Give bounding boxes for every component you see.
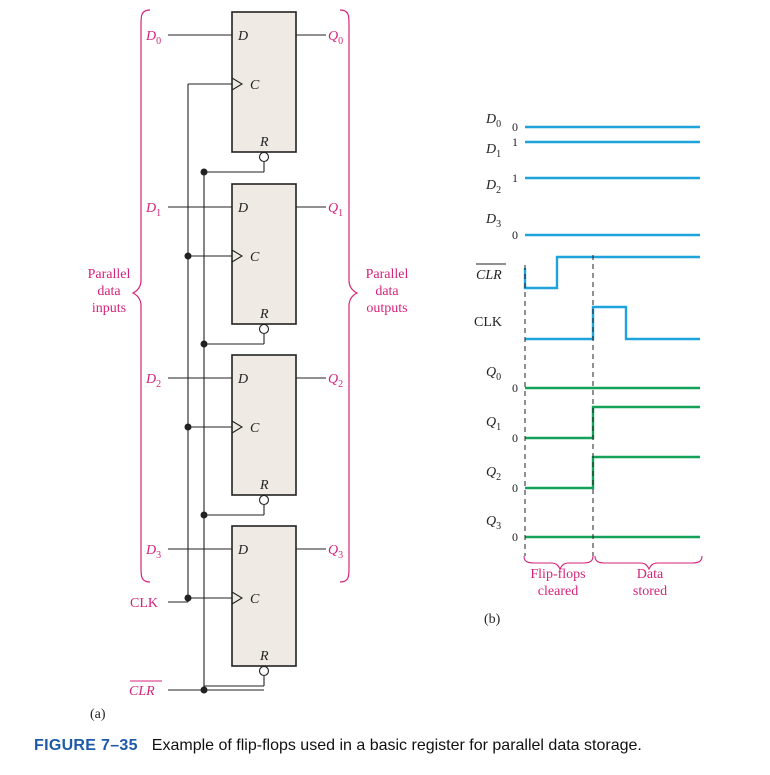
signal-label-q3: Q3 <box>486 514 501 532</box>
signal-label-q1: Q1 <box>486 415 501 433</box>
signal-label-d0: D0 <box>485 112 501 130</box>
waveform-d0: D0 0 <box>485 112 700 134</box>
figure-caption-text: Example of flip-flops used in a basic re… <box>151 737 642 754</box>
waveform-q1: Q1 0 <box>486 405 700 445</box>
clr-input-label: CLR <box>129 684 155 699</box>
pin-label-d: D <box>237 29 248 44</box>
flip-flop-body <box>231 183 297 325</box>
clock-input-triangle <box>231 249 244 263</box>
signal-label-clk: CLK <box>474 315 502 330</box>
figure-number: FIGURE 7–35 <box>34 737 138 754</box>
level-label: 1 <box>512 135 518 149</box>
cleared-phase-brace <box>523 555 594 571</box>
output-label-q2: Q2 <box>328 372 343 390</box>
level-label: 0 <box>512 481 518 495</box>
input-label-d1: D1 <box>145 201 161 219</box>
input-brace <box>131 9 151 583</box>
signal-trace-q1 <box>525 405 700 440</box>
signal-label-d1: D1 <box>485 142 501 160</box>
input-label-d3: D3 <box>145 543 161 561</box>
flip-flop-3: D3 D Q3C R <box>145 525 343 687</box>
level-label: 0 <box>512 530 518 544</box>
pin-label-r: R <box>259 478 269 493</box>
waveform-d2: D2 1 <box>485 171 700 196</box>
stored-phase-label: Data <box>637 567 664 582</box>
reset-bubble <box>258 151 270 163</box>
reset-bubble <box>258 323 270 335</box>
cleared-phase-label: cleared <box>538 584 578 599</box>
pin-label-c: C <box>250 250 260 265</box>
level-label: 0 <box>512 228 518 242</box>
pin-label-c: C <box>250 421 260 436</box>
signal-trace-q2 <box>525 455 700 490</box>
output-label-q1: Q1 <box>328 201 343 219</box>
pin-label-d: D <box>237 372 248 387</box>
stored-phase-label: stored <box>633 584 667 599</box>
clock-input-triangle <box>231 591 244 605</box>
waveform-clk: CLK <box>474 305 700 341</box>
output-brace-label: Parallel <box>366 267 409 282</box>
input-label-d0: D0 <box>145 29 161 47</box>
clear-junction-dot <box>200 686 208 694</box>
waveform-d3: D3 0 <box>485 212 700 242</box>
waveform-q0: Q0 0 <box>486 365 700 395</box>
clock-input-triangle <box>231 420 244 434</box>
output-brace-label: data <box>375 284 399 299</box>
output-brace <box>339 9 359 583</box>
signal-label-clr: CLR <box>476 268 502 283</box>
input-brace-label: data <box>97 284 121 299</box>
level-label: 0 <box>512 120 518 134</box>
signal-trace-clk <box>525 305 700 341</box>
flip-flop-body <box>231 11 297 153</box>
signal-label-d3: D3 <box>485 212 501 230</box>
signal-trace-clr <box>523 255 700 290</box>
waveform-clr: CLR <box>476 255 700 290</box>
level-label: 0 <box>512 431 518 445</box>
pin-label-r: R <box>259 135 269 150</box>
flip-flop-2: D2 D Q2C R <box>145 354 343 519</box>
cleared-phase-label: Flip-flops <box>530 567 585 582</box>
level-label: 0 <box>512 381 518 395</box>
waveform-d1: D1 1 <box>485 135 700 160</box>
level-label: 1 <box>512 171 518 185</box>
signal-label-d2: D2 <box>485 178 501 196</box>
reset-bubble <box>258 494 270 506</box>
input-brace-label: Parallel <box>88 267 131 282</box>
flip-flop-body <box>231 354 297 496</box>
output-brace-label: outputs <box>366 301 407 316</box>
output-label-q3: Q3 <box>328 543 343 561</box>
signal-label-q0: Q0 <box>486 365 501 383</box>
pin-label-d: D <box>237 201 248 216</box>
flip-flop-0: D0 D Q0C R <box>145 11 343 176</box>
signal-label-q2: Q2 <box>486 465 501 483</box>
clock-input-triangle <box>231 77 244 91</box>
reset-bubble <box>258 665 270 677</box>
pin-label-d: D <box>237 543 248 558</box>
pin-label-c: C <box>250 78 260 93</box>
input-label-d2: D2 <box>145 372 161 390</box>
flip-flop-1: D1 D Q1C R <box>145 183 343 348</box>
input-brace-label: inputs <box>92 301 126 316</box>
pin-label-c: C <box>250 592 260 607</box>
part-a-label: (a) <box>90 707 106 722</box>
figure-caption: FIGURE 7–35 Example of flip-flops used in… <box>34 737 642 755</box>
part-b-label: (b) <box>484 612 501 627</box>
stored-phase-brace <box>594 555 703 571</box>
waveform-q3: Q3 0 <box>486 514 700 544</box>
pin-label-r: R <box>259 307 269 322</box>
clk-input-label: CLK <box>130 596 158 611</box>
flip-flop-body <box>231 525 297 667</box>
output-label-q0: Q0 <box>328 29 343 47</box>
pin-label-r: R <box>259 649 269 664</box>
